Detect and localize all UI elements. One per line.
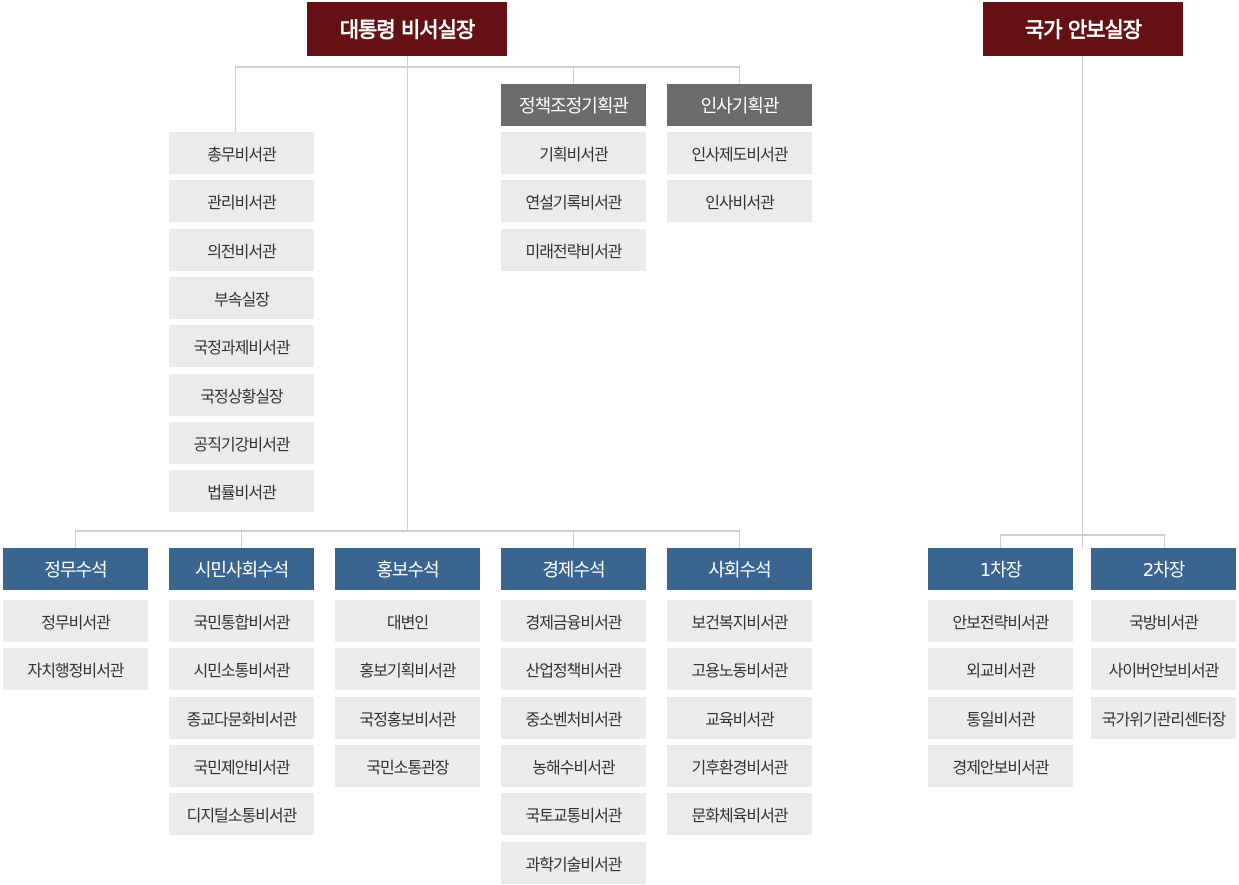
org-item: 국방비서관: [1091, 600, 1236, 642]
org-item: 국정상황실장: [169, 373, 314, 416]
senior-secretary-head: 시민사회수석: [169, 548, 314, 590]
org-item: 연설기록비서관: [501, 180, 646, 223]
org-item: 인사제도비서관: [667, 132, 812, 174]
org-item: 국민제안비서관: [169, 744, 314, 787]
org-item: 디지털소통비서관: [169, 793, 314, 836]
org-item: 대변인: [335, 600, 480, 642]
connector-line: [241, 530, 242, 548]
org-item: 과학기술비서관: [501, 841, 646, 884]
connector-line: [1164, 534, 1165, 548]
org-item: 국민소통관장: [335, 744, 480, 787]
connector-line: [235, 66, 740, 68]
connector-line: [407, 56, 408, 532]
org-item: 의전비서관: [169, 228, 314, 271]
org-item: 국정홍보비서관: [335, 696, 480, 739]
org-item: 자치행정비서관: [3, 648, 148, 691]
planning-head: 정책조정기획관: [501, 84, 646, 126]
org-item: 안보전략비서관: [928, 600, 1073, 642]
org-item: 산업정책비서관: [501, 648, 646, 691]
org-item: 국정과제비서관: [169, 325, 314, 368]
senior-secretary-head: 경제수석: [501, 548, 646, 590]
senior-secretary-head: 정무수석: [3, 548, 148, 590]
connector-line: [1000, 534, 1164, 536]
org-item: 법률비서관: [169, 470, 314, 513]
org-item: 관리비서관: [169, 180, 314, 223]
org-item: 미래전략비서관: [501, 228, 646, 271]
org-item: 총무비서관: [169, 132, 314, 174]
org-item: 고용노동비서관: [667, 648, 812, 691]
org-item: 사이버안보비서관: [1091, 648, 1236, 691]
org-item: 기획비서관: [501, 132, 646, 174]
org-item: 경제안보비서관: [928, 744, 1073, 787]
connector-line: [75, 530, 740, 532]
org-item: 보건복지비서관: [667, 600, 812, 642]
connector-line: [739, 67, 740, 84]
org-item: 국가위기관리센터장: [1091, 696, 1236, 739]
org-item: 중소벤처비서관: [501, 696, 646, 739]
connector-line: [1000, 534, 1001, 548]
connector-line: [235, 67, 236, 132]
connector-line: [1082, 56, 1083, 548]
org-item: 기후환경비서관: [667, 744, 812, 787]
planning-head: 인사기획관: [667, 84, 812, 126]
org-item: 시민소통비서관: [169, 648, 314, 691]
connector-line: [739, 530, 740, 548]
connector-line: [573, 67, 574, 84]
chief-of-staff-box: 대통령 비서실장: [307, 2, 507, 56]
org-item: 문화체육비서관: [667, 793, 812, 836]
org-item: 농해수비서관: [501, 744, 646, 787]
org-item: 홍보기획비서관: [335, 648, 480, 691]
org-item: 국토교통비서관: [501, 793, 646, 836]
org-item: 종교다문화비서관: [169, 696, 314, 739]
senior-secretary-head: 홍보수석: [335, 548, 480, 590]
org-item: 정무비서관: [3, 600, 148, 642]
org-item: 교육비서관: [667, 696, 812, 739]
org-item: 외교비서관: [928, 648, 1073, 691]
org-item: 인사비서관: [667, 180, 812, 223]
national-security-box: 국가 안보실장: [983, 2, 1183, 56]
org-item: 통일비서관: [928, 696, 1073, 739]
deputy-head: 1차장: [928, 548, 1073, 590]
org-item: 공직기강비서관: [169, 421, 314, 464]
connector-line: [573, 530, 574, 548]
org-item: 국민통합비서관: [169, 600, 314, 642]
senior-secretary-head: 사회수석: [667, 548, 812, 590]
org-item: 경제금융비서관: [501, 600, 646, 642]
deputy-head: 2차장: [1091, 548, 1236, 590]
connector-line: [75, 530, 76, 548]
org-item: 부속실장: [169, 276, 314, 319]
